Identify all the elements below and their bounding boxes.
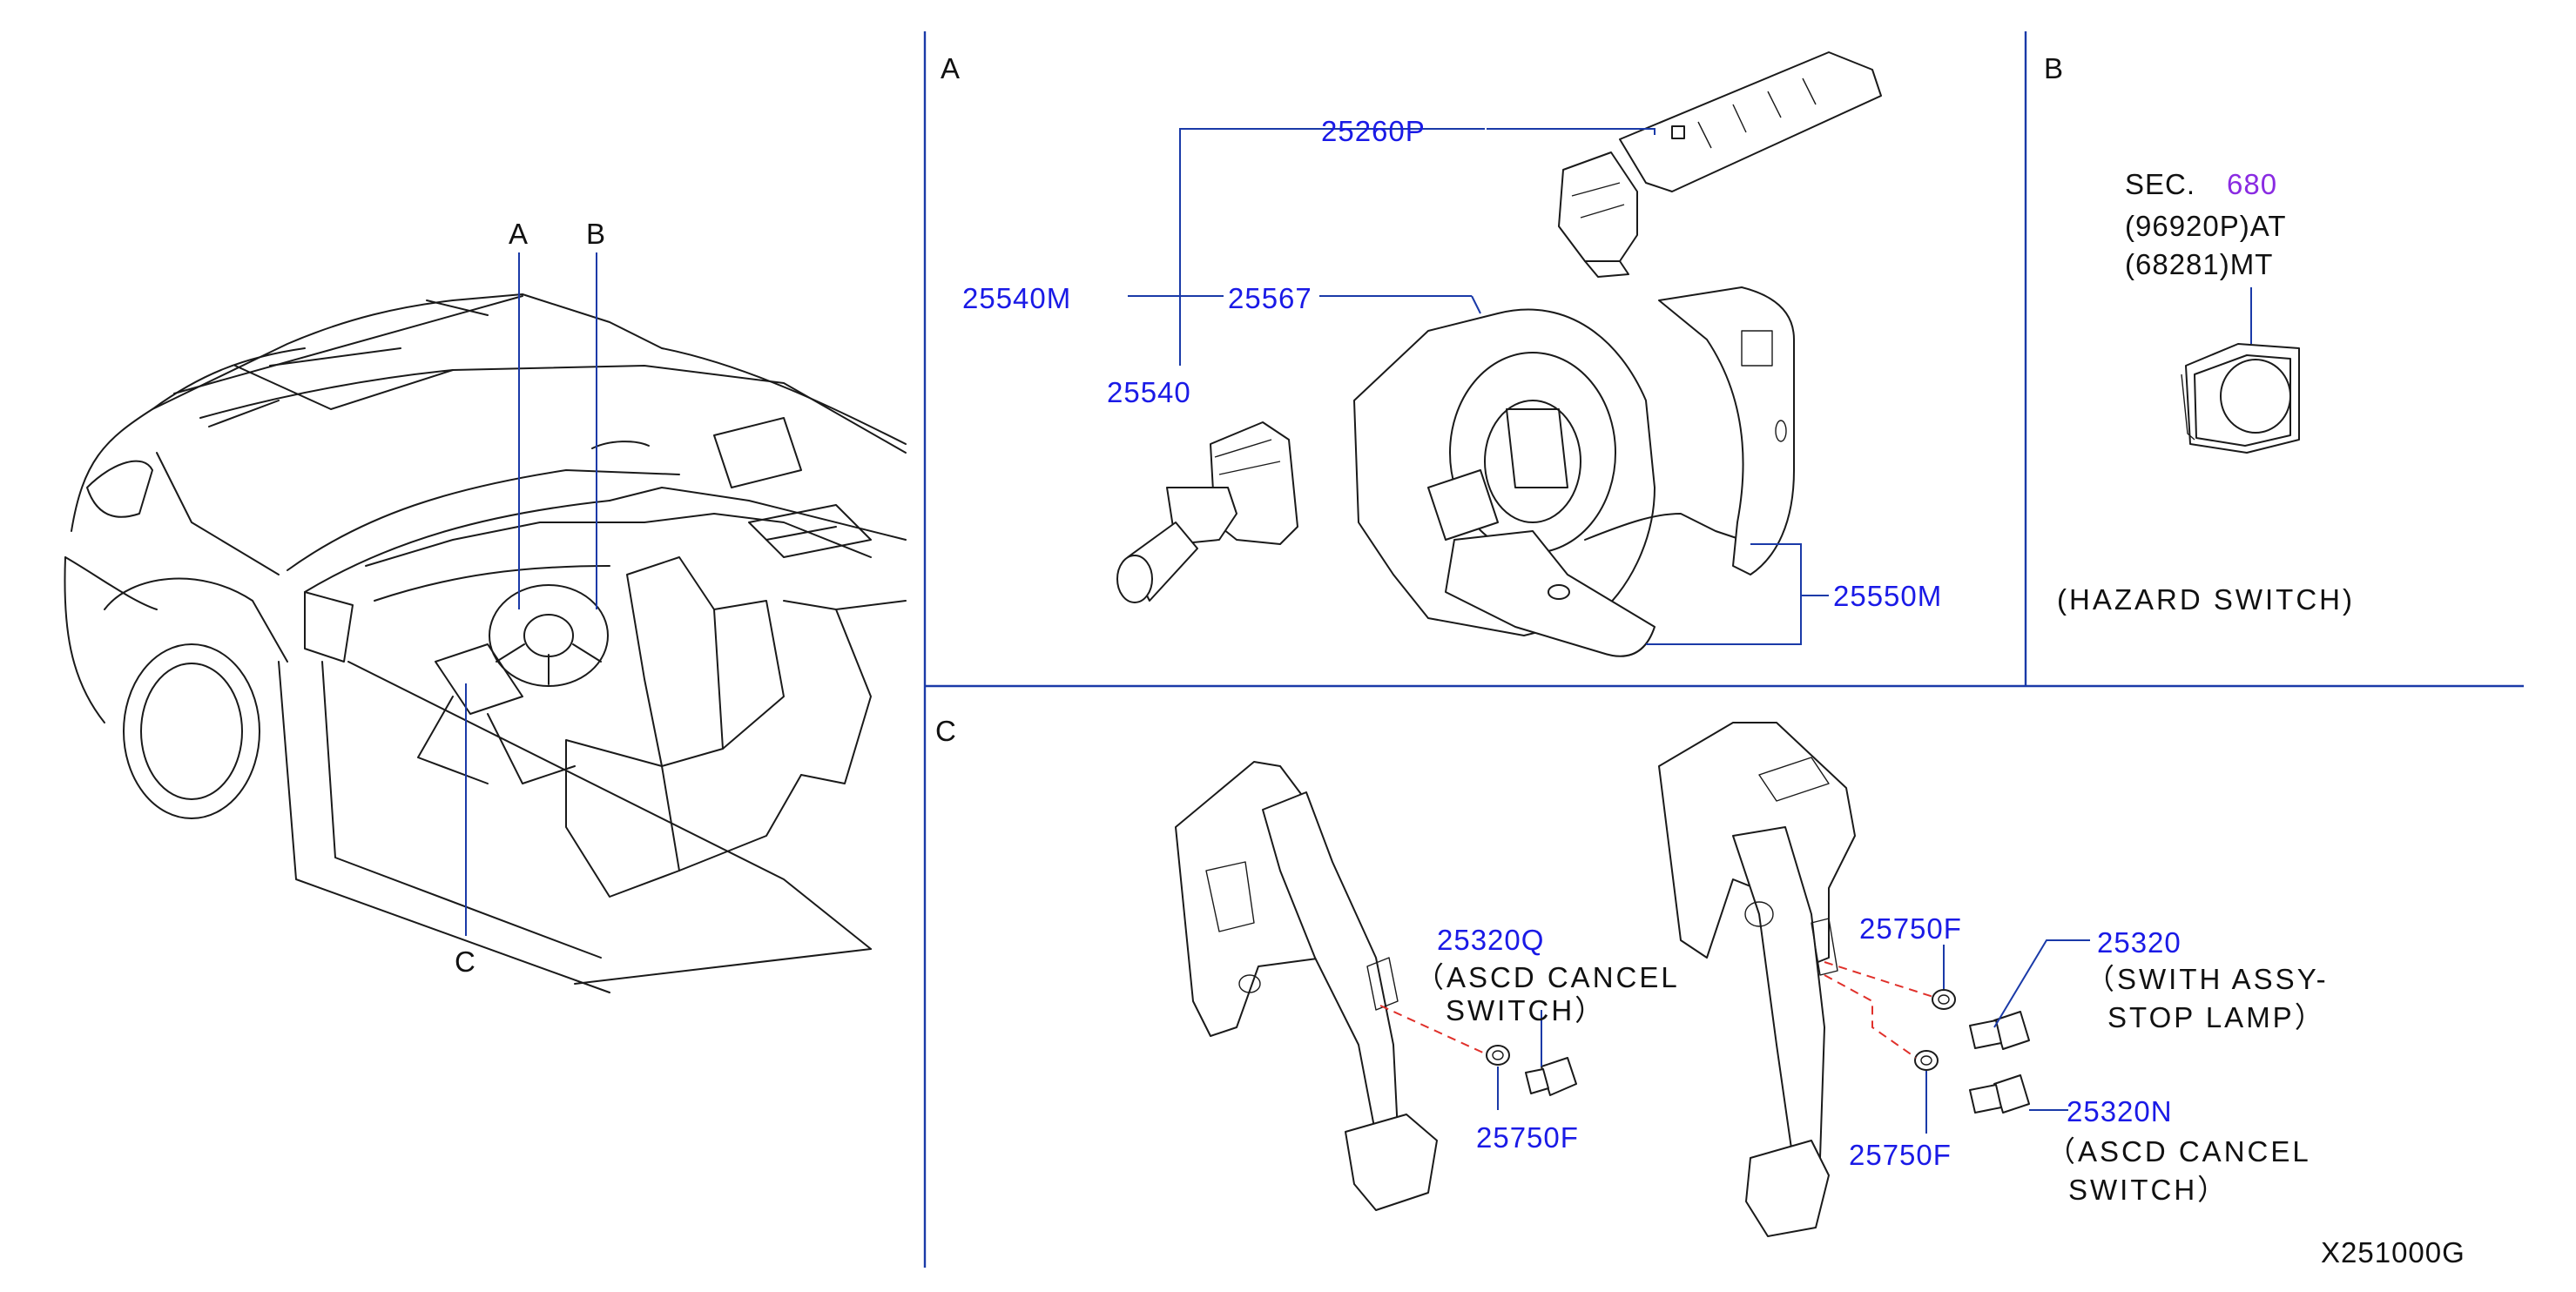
part-number-25750F-top[interactable]: 25750F (1859, 912, 1962, 945)
section-c-drawing (1175, 722, 2090, 1237)
part-number-25750F-left[interactable]: 25750F (1476, 1121, 1579, 1154)
brake-pedal-left (1175, 761, 1438, 1211)
lighting-switch-25540 (1116, 421, 1298, 603)
hazard-switch-caption: (HAZARD SWITCH) (2057, 583, 2355, 616)
part-desc-25320Q-line2: SWITCH） (1446, 994, 1607, 1026)
section-frame-lines (923, 31, 2524, 1268)
part-desc-25320Q-line1: （ASCD CANCEL (1415, 961, 1680, 993)
section-a-title: A (941, 52, 961, 84)
clip-25750F-bottom (1914, 1050, 1939, 1071)
ascd-cancel-switch-25320N (1969, 1074, 2030, 1114)
section-c-title: C (935, 715, 957, 747)
combination-switch-25260P (1558, 51, 1882, 278)
part-number-25260P[interactable]: 25260P (1321, 115, 1426, 147)
part-number-25750F-bottom[interactable]: 25750F (1849, 1139, 1952, 1171)
section-b-drawing (2181, 287, 2300, 454)
hazard-switch-drawing (2181, 343, 2300, 454)
part-number-25320N[interactable]: 25320N (2067, 1095, 2173, 1127)
callout-a: A (509, 218, 529, 250)
section-b-title: B (2044, 52, 2065, 84)
brake-pedal-right (1658, 722, 1856, 1237)
section-a-drawing (1116, 51, 1882, 657)
callout-b: B (586, 218, 607, 250)
part-number-25567[interactable]: 25567 (1228, 282, 1312, 314)
sec-number-link[interactable]: 680 (2227, 168, 2278, 200)
car-interior-illustration (64, 252, 907, 993)
clip-25750F-top (1932, 989, 1956, 1010)
part-number-25320[interactable]: 25320 (2097, 926, 2182, 959)
part-desc-25320N-line2: SWITCH） (2068, 1174, 2229, 1206)
clip-25750F-left (1486, 1045, 1510, 1066)
ascd-cancel-switch-25320Q (1525, 1057, 1577, 1096)
part-desc-25320-line1: （SWITH ASSY- (2086, 963, 2329, 995)
part-number-25320Q[interactable]: 25320Q (1437, 924, 1545, 956)
part-desc-25320N-line1: （ASCD CANCEL (2047, 1135, 2311, 1168)
part-number-25550M[interactable]: 25550M (1833, 580, 1943, 612)
spiral-cable-25567 (1353, 308, 1743, 657)
sec-prefix: SEC. (2125, 168, 2196, 200)
part-number-25540M[interactable]: 25540M (962, 282, 1072, 314)
stop-lamp-switch-25320 (1969, 1011, 2030, 1050)
column-cover-25550M (1658, 286, 1795, 575)
drawing-code: X251000G (2321, 1236, 2465, 1268)
hazard-part-mt: (68281)MT (2125, 248, 2274, 280)
part-desc-25320-line2: STOP LAMP） (2107, 1001, 2326, 1033)
part-number-25540[interactable]: 25540 (1107, 376, 1191, 408)
hazard-part-at: (96920P)AT (2125, 210, 2287, 242)
callout-c: C (455, 945, 476, 978)
